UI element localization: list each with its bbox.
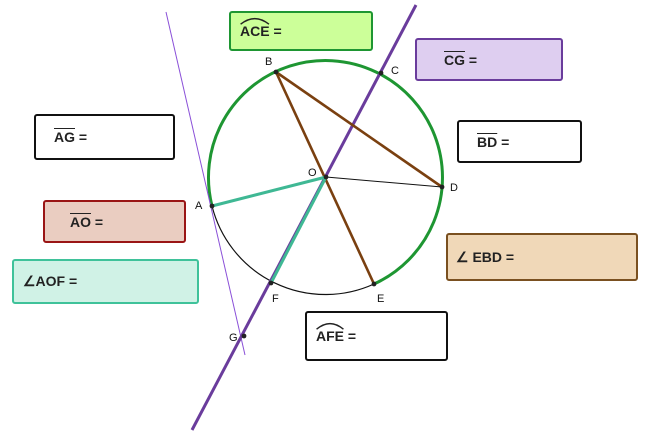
radius-oa: [211, 175, 327, 208]
segment-ag-label: AG =: [54, 129, 88, 145]
angle-ebd-label: ∠ EBD =: [456, 248, 515, 265]
angle-aof-label: ∠AOF =: [23, 273, 78, 289]
point-a[interactable]: [209, 203, 215, 209]
point-g[interactable]: [241, 333, 247, 339]
label-a: A: [195, 200, 203, 212]
point-o[interactable]: [323, 174, 329, 180]
angle-ebd-box[interactable]: ∠ EBD =: [446, 233, 638, 281]
segment-ao-box[interactable]: AO =: [43, 200, 186, 243]
label-o: O: [308, 167, 317, 179]
segment-cg-box[interactable]: CG =: [415, 38, 563, 81]
arc-ace-label: ACE =: [240, 23, 282, 39]
point-f[interactable]: [268, 280, 274, 286]
arc-symbol: AFE: [316, 328, 344, 344]
point-b[interactable]: [273, 69, 279, 75]
radius-of: [269, 176, 328, 284]
point-e[interactable]: [371, 281, 377, 287]
point-c[interactable]: [378, 70, 384, 76]
label-f: F: [272, 293, 279, 305]
arc-symbol: ACE: [240, 23, 270, 39]
radius-od: [325, 176, 443, 188]
label-d: D: [450, 182, 458, 194]
arc-afe-label: AFE =: [316, 328, 356, 344]
angle-aof-box[interactable]: ∠AOF =: [12, 259, 199, 304]
segment-ag-box[interactable]: AG =: [34, 114, 175, 160]
label-e: E: [377, 293, 384, 305]
points: [209, 69, 445, 339]
label-c: C: [391, 65, 399, 77]
arc-afe-box[interactable]: AFE =: [305, 311, 448, 361]
arc-ace-box[interactable]: ACE =: [229, 11, 373, 51]
chord-bd: [275, 70, 443, 189]
segment-ao-label: AO =: [70, 213, 104, 230]
minor-arc-ae: [211, 205, 375, 296]
major-arc-ae: [206, 59, 444, 286]
segment-bd-label: BD =: [477, 133, 510, 150]
segment-cg-label: CG =: [444, 51, 478, 68]
segment-bd-box[interactable]: BD =: [457, 120, 582, 163]
label-b: B: [265, 56, 272, 68]
tangent-line-ag: [165, 11, 246, 356]
label-g: G: [229, 332, 238, 344]
point-d[interactable]: [439, 184, 445, 190]
